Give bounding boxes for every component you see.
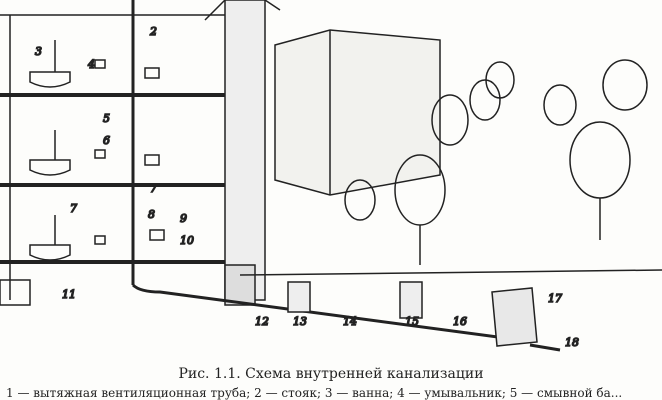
label-5: 5 [103, 112, 110, 125]
background-building [274, 29, 441, 196]
label-15: 15 [405, 315, 419, 328]
label-16: 16 [453, 315, 467, 328]
label-18: 18 [565, 336, 579, 349]
building-section [0, 0, 281, 306]
ground-line [239, 269, 662, 276]
figure-legend: 1 — вытяжная вентиляционная труба; 2 — с… [6, 386, 623, 400]
label-9: 9 [180, 212, 187, 225]
label-7b: 7 [70, 202, 77, 215]
label-4: 4 [87, 58, 95, 71]
fixtures [94, 59, 165, 245]
label-13: 13 [293, 315, 307, 328]
label-14: 14 [343, 315, 357, 328]
label-12: 12 [255, 315, 269, 328]
trees [344, 59, 648, 265]
figure-caption: Рис. 1.1. Схема внутренней канализации [178, 366, 484, 382]
manholes [287, 281, 561, 352]
label-2: 2 [149, 25, 157, 38]
label-6: 6 [103, 134, 110, 147]
label-3: 3 [35, 45, 42, 58]
label-7a: 7 [150, 182, 157, 195]
label-8: 8 [148, 208, 155, 221]
riser-pipe [131, 0, 521, 342]
bathtubs [29, 40, 71, 261]
label-10: 10 [180, 234, 194, 247]
label-11: 11 [62, 288, 76, 301]
label-17: 17 [548, 292, 562, 305]
